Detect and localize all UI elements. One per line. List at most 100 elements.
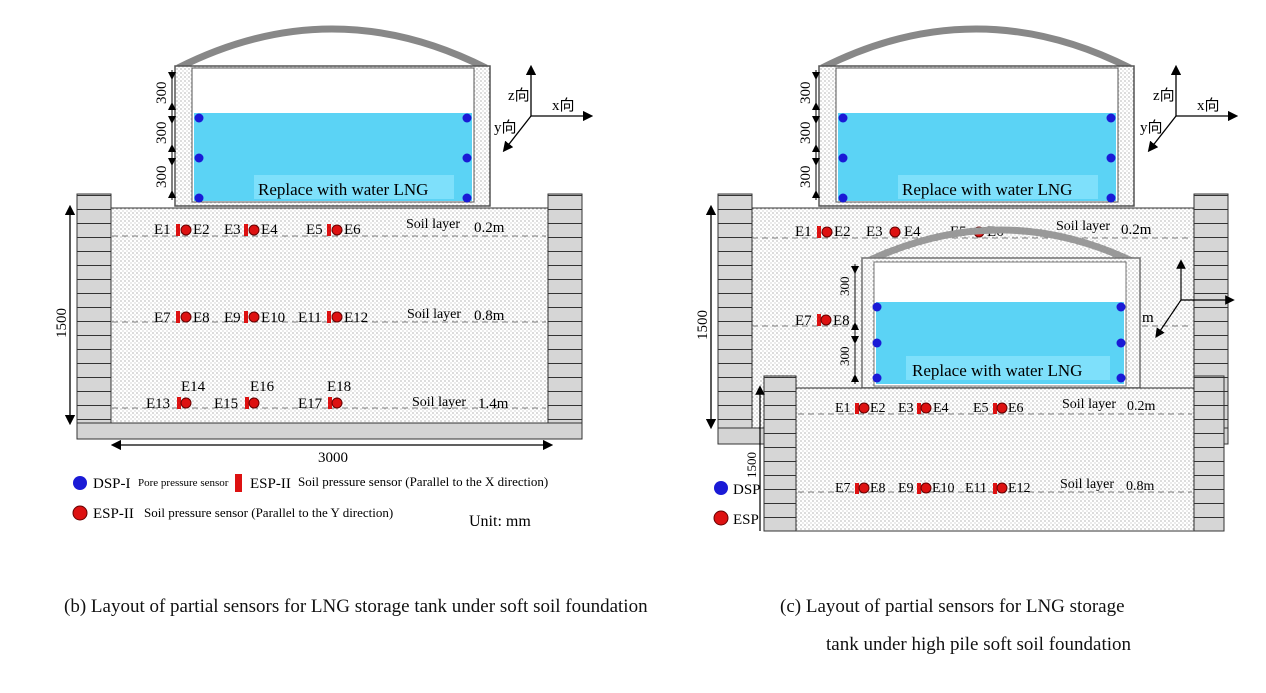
esp-y-sensor [248, 311, 260, 323]
sensor-label: E3 [866, 224, 883, 240]
sensor-label: E1 [154, 222, 171, 238]
tank-roof-mid [864, 226, 1136, 266]
soil-layer-depth: m [1142, 310, 1154, 326]
sensor-label: E4 [261, 222, 278, 238]
soil-layer-depth: 1.4m [478, 396, 509, 412]
legend-dsp-symbol [714, 481, 728, 495]
axis-x-label: x向 [1197, 97, 1220, 114]
dsp-sensor [1106, 113, 1116, 123]
tank-dim-2: 300 [798, 122, 814, 145]
sensor-label: E14 [181, 379, 206, 395]
axes-c: z向 x向 y向 [1140, 64, 1239, 153]
left-wall [76, 193, 112, 425]
tank-dim-3: 300 [154, 166, 170, 189]
tank-dim-2: 300 [154, 122, 170, 145]
left-wall-back [717, 193, 753, 431]
dsp-sensor [462, 113, 472, 123]
dsp-sensor [838, 113, 848, 123]
sensor-label: E18 [327, 379, 351, 395]
sensor-label: E9 [898, 481, 914, 496]
esp-y-sensor [180, 311, 192, 323]
sensor-label: E7 [795, 313, 812, 329]
soil-layer-label: Soil layer [1056, 219, 1110, 234]
water-label: Replace with water LNG [258, 180, 428, 199]
dsp-sensor [872, 338, 882, 348]
soil-layer-label: Soil layer [1062, 397, 1116, 412]
sensor-label: E2 [870, 401, 886, 416]
sensor-label: E3 [224, 222, 241, 238]
dsp-sensor [1116, 302, 1126, 312]
sensor-label: E16 [250, 379, 275, 395]
esp-x-sensor [244, 311, 248, 323]
legend-espy-label: ESP-II [93, 506, 134, 522]
legend-espx-symbol [235, 474, 242, 492]
legend-dsp-label: DSP [733, 482, 761, 498]
legend-espy-symbol [72, 505, 88, 521]
dsp-sensor [462, 153, 472, 163]
esp-x-sensor [176, 224, 180, 236]
soil-layer-depth: 0.8m [1126, 479, 1155, 494]
sensor-label: E10 [932, 481, 955, 496]
width-dim: 3000 [318, 450, 348, 466]
right-wall [547, 193, 583, 425]
axis-x-label: x向 [552, 97, 575, 114]
dsp-sensor [838, 193, 848, 203]
sensor-label: E5 [973, 401, 989, 416]
small-height-dim: 1500 [744, 452, 759, 478]
sensor-label: E7 [835, 481, 851, 496]
esp-x-sensor [177, 397, 181, 409]
dsp-sensor [1106, 153, 1116, 163]
dsp-sensor [1116, 373, 1126, 383]
axis-y-label: y向 [1140, 119, 1163, 136]
sensor-label: E4 [904, 224, 921, 240]
soil-layer-label: Soil layer [1060, 477, 1114, 492]
esp-y-sensor [180, 224, 192, 236]
water-label-bg [254, 175, 454, 199]
axis-z-label: z向 [1153, 87, 1175, 104]
inner-dim-1: 300 [837, 277, 852, 297]
sensor-label: E5 [306, 222, 323, 238]
left-wall-front [763, 375, 797, 532]
dsp-sensor [1106, 193, 1116, 203]
sensor-label: E6 [1008, 401, 1024, 416]
sensor-label: E1 [795, 224, 812, 240]
sensor-label: E12 [1008, 481, 1031, 496]
caption-c-line1: (c) Layout of partial sensors for LNG st… [780, 596, 1125, 617]
soil-layer-depth: 0.2m [1121, 222, 1152, 238]
right-wall-front [1193, 375, 1225, 532]
dsp-sensor [872, 302, 882, 312]
legend-dsp-label: DSP-I [93, 476, 131, 492]
tank-roof-back [820, 25, 1132, 72]
esp-y-sensor [248, 397, 260, 409]
sensor-label: E13 [146, 396, 170, 412]
sensor-label: E7 [154, 310, 171, 326]
legend-espy-desc: Soil pressure sensor (Parallel to the Y … [144, 505, 393, 520]
esp-x-sensor [328, 397, 332, 409]
esp-y-sensor [180, 397, 192, 409]
sensor-label: E1 [835, 401, 851, 416]
dsp-sensor [194, 153, 204, 163]
sensor-label: E6 [344, 222, 361, 238]
esp-y-sensor [248, 224, 260, 236]
soil-layer-depth: 0.2m [1127, 399, 1156, 414]
caption-b: (b) Layout of partial sensors for LNG st… [64, 596, 648, 617]
sensor-label: E17 [298, 396, 323, 412]
legend-unit: Unit: mm [469, 513, 531, 530]
soil-layer-label: Soil layer [407, 307, 461, 322]
esp-x-sensor [244, 224, 248, 236]
dsp-sensor [194, 193, 204, 203]
legend-esp-label: ESP [733, 512, 759, 528]
esp-x-sensor [327, 311, 331, 323]
tank-dim-1: 300 [798, 82, 814, 105]
sensor-label: E4 [933, 401, 949, 416]
dsp-sensor [462, 193, 472, 203]
legend-dsp-desc: Pore pressure sensor [138, 477, 229, 489]
panel-c: Replace with water LNG 300 300 300 z向 x向… [695, 25, 1239, 532]
sensor-label: E2 [193, 222, 210, 238]
sensor-label: E3 [898, 401, 914, 416]
tank-roof [176, 25, 488, 72]
sensor-label: E8 [870, 481, 886, 496]
sensor-label: E11 [298, 310, 322, 326]
dsp-sensor [1116, 338, 1126, 348]
